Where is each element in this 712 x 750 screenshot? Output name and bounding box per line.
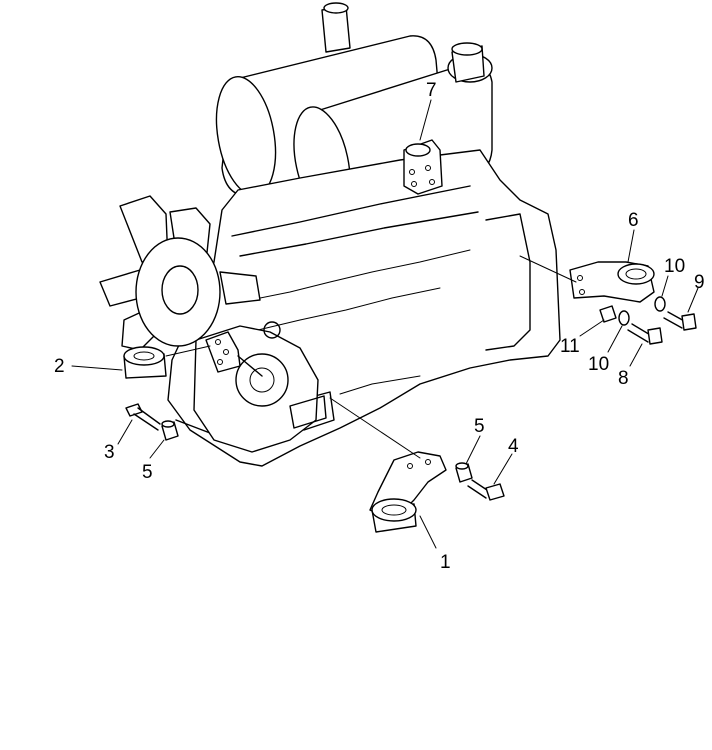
- front-mount-cushion: [123, 346, 167, 379]
- washer-10-upper: [654, 296, 666, 312]
- bolt-4: [467, 479, 505, 501]
- callout-7: 7: [426, 80, 437, 101]
- callout-10-lower: 10: [588, 354, 609, 375]
- washer-10-lower: [618, 310, 630, 326]
- callout-5-right: 5: [474, 416, 485, 437]
- engine-block: [167, 149, 561, 467]
- callout-1: 1: [440, 552, 451, 573]
- callout-6: 6: [628, 210, 639, 231]
- callout-leaders: [71, 99, 699, 549]
- front-bracket: [205, 331, 263, 377]
- leader-line-6: [519, 255, 577, 283]
- bolt-8: [627, 323, 663, 345]
- callout-10-upper: 10: [664, 256, 685, 277]
- callout-4: 4: [508, 436, 519, 457]
- callout-8: 8: [618, 368, 629, 389]
- bolt-9: [663, 311, 697, 331]
- top-bracket: [403, 139, 443, 195]
- leader-line-1: [329, 397, 421, 459]
- cooling-fan: [99, 195, 261, 351]
- callout-9: 9: [694, 272, 705, 293]
- callout-11: 11: [560, 336, 580, 357]
- bolt-3: [125, 403, 161, 431]
- nut-11: [599, 305, 617, 323]
- callout-5-left: 5: [142, 462, 153, 483]
- leader-line-2: [165, 345, 211, 357]
- spacer-5-right: [455, 462, 473, 483]
- callout-3: 3: [104, 442, 115, 463]
- lower-mount-bracket: [369, 451, 447, 533]
- rear-mount-bracket: [569, 261, 655, 303]
- spacer-5-left: [161, 420, 179, 441]
- callout-2: 2: [54, 356, 65, 377]
